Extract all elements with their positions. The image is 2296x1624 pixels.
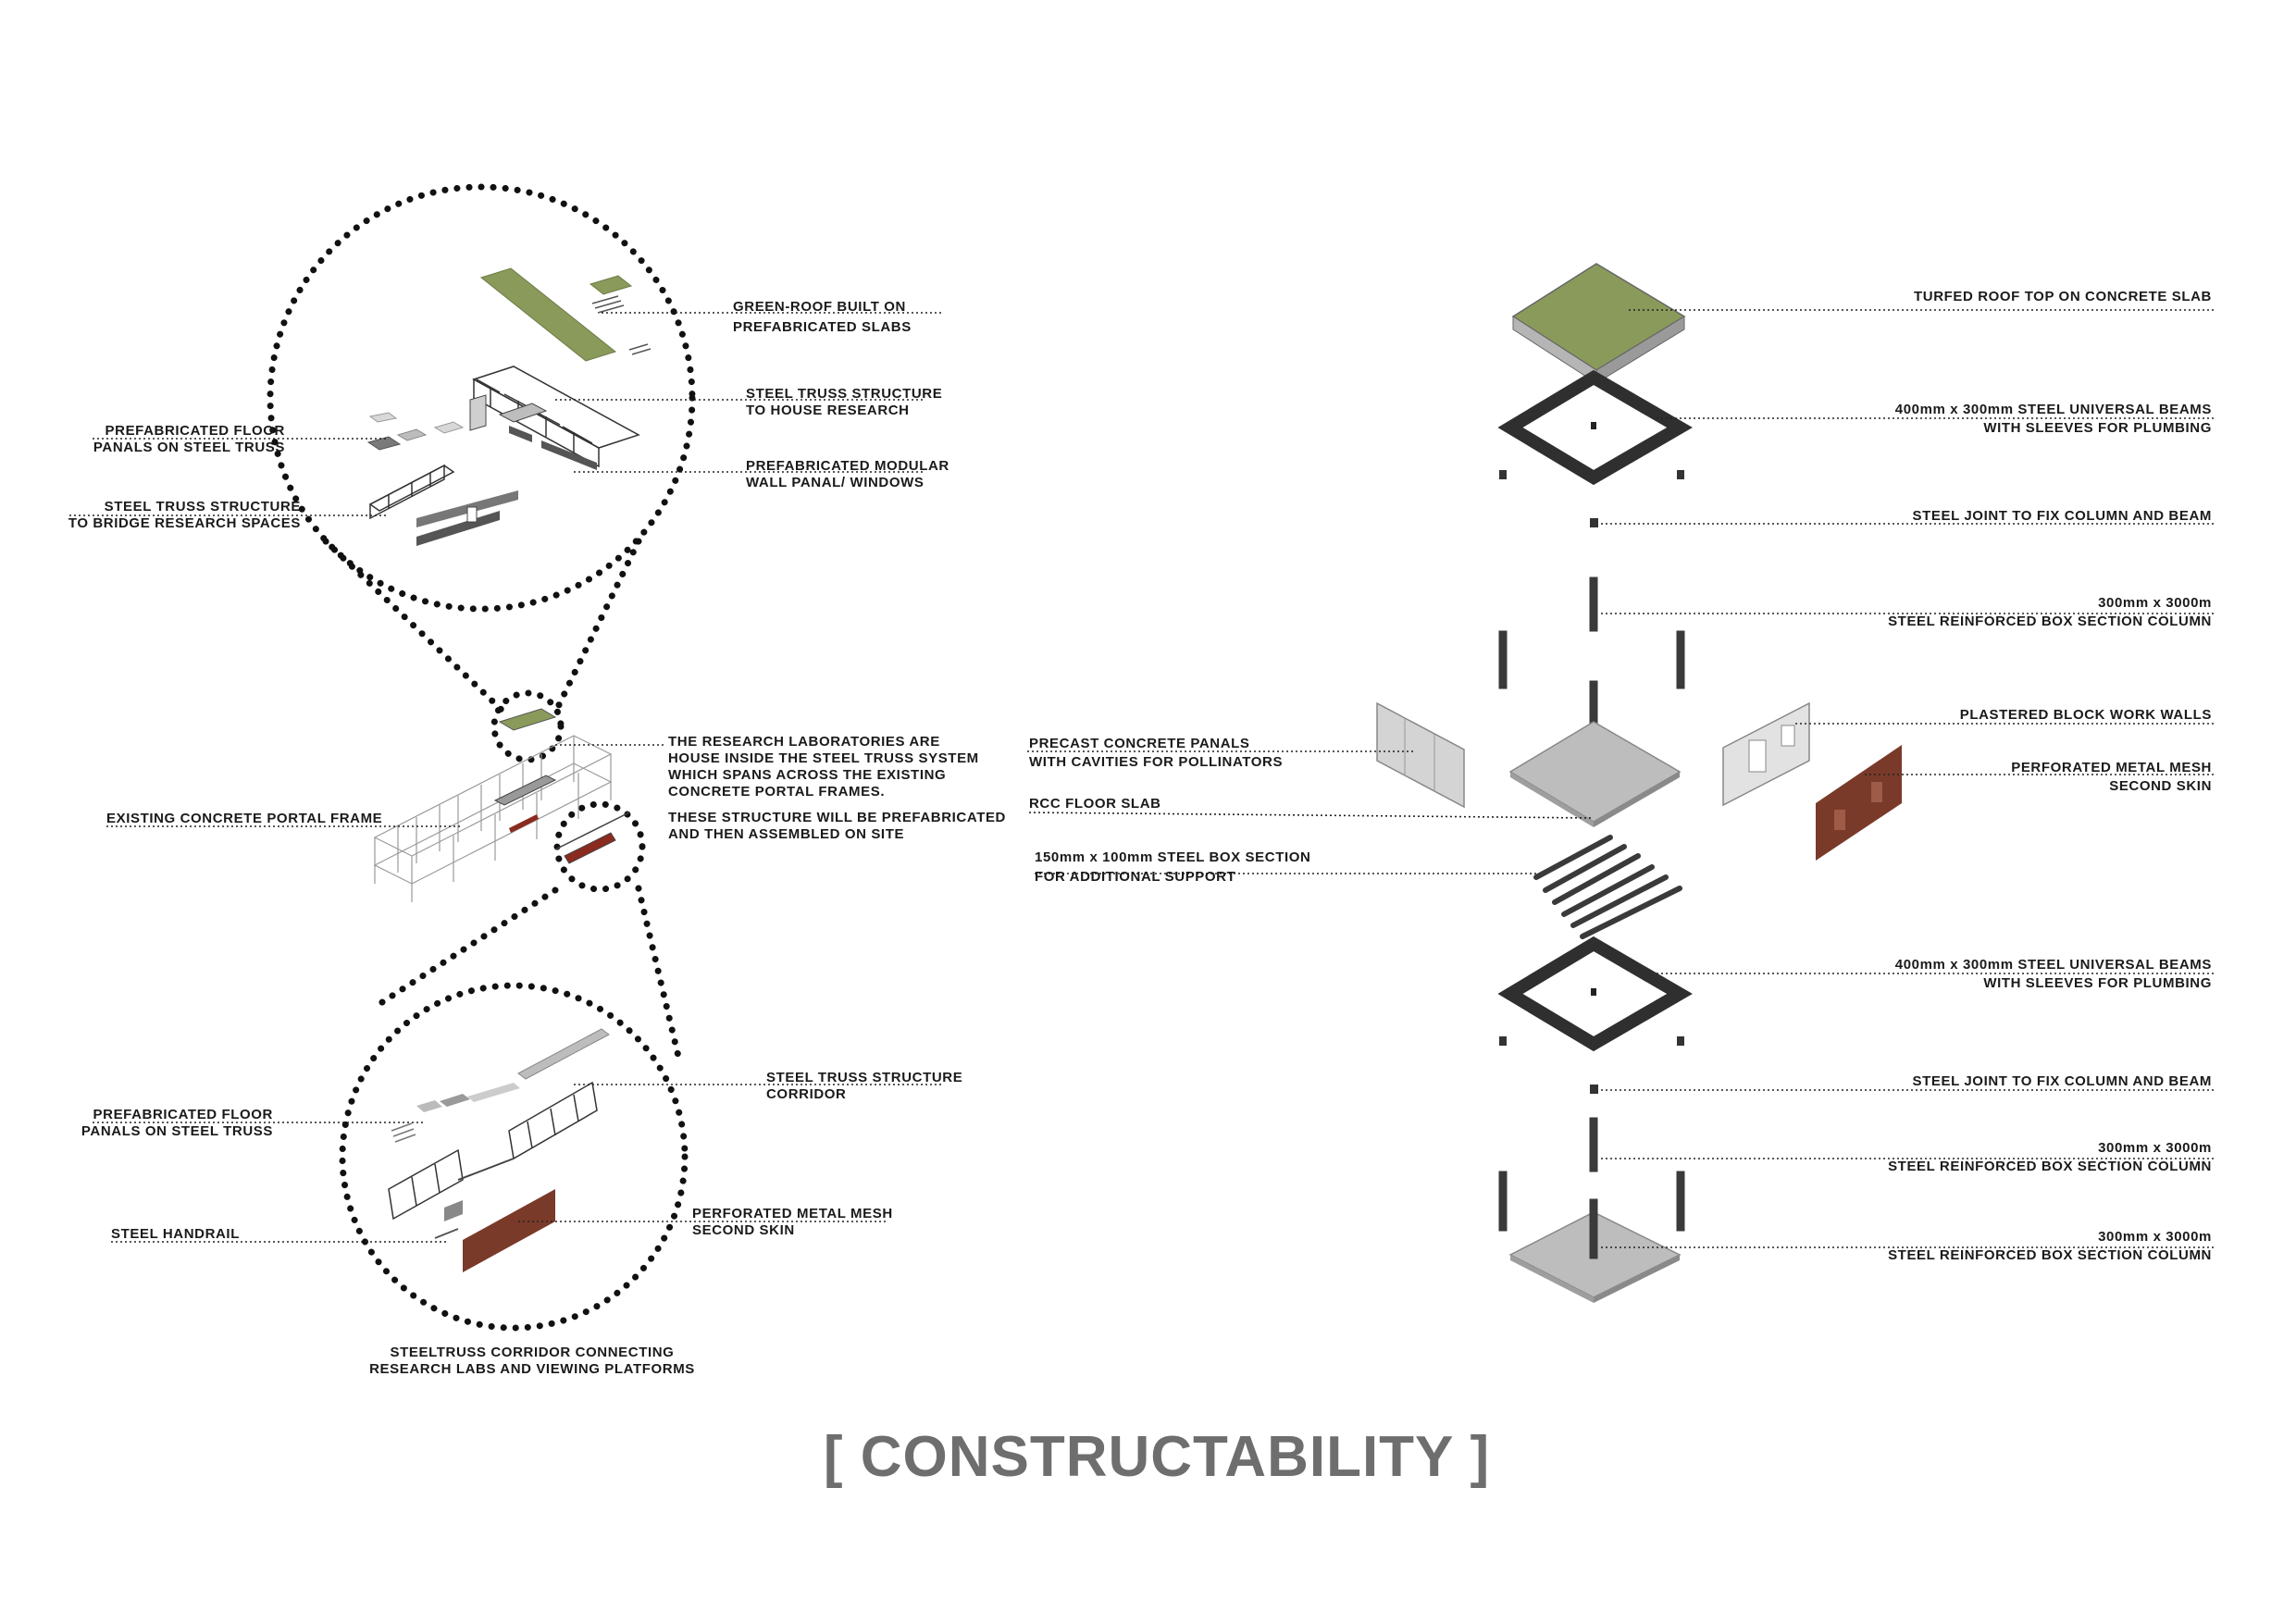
floor-panels-top xyxy=(366,412,465,451)
label-mesh-right-2: SECOND SKIN xyxy=(2109,778,2212,794)
steel-beams-top xyxy=(1497,369,1693,486)
label-truss-corridor-1: STEEL TRUSS STRUCTURE xyxy=(766,1070,962,1085)
page-title: [ CONSTRUCTABILITY ] xyxy=(824,1425,1490,1489)
label-prefab-note-2: AND THEN ASSEMBLED ON SITE xyxy=(668,826,904,842)
green-roof-slab-small xyxy=(589,275,633,295)
corridor-taper-right xyxy=(635,885,684,1068)
top-bubble-taper-left xyxy=(322,538,508,716)
top-detail-bubble xyxy=(267,183,696,716)
label-green-roof-2: PREFABRICATED SLABS xyxy=(733,319,912,335)
corridor-bubble-ring xyxy=(339,982,689,1332)
label-column-top-2: STEEL REINFORCED BOX SECTION COLUMN xyxy=(1888,614,2212,629)
corridor-taper-left xyxy=(376,886,559,1008)
label-floor-panels-bottom-1: PREFABRICATED FLOOR xyxy=(93,1107,273,1122)
context-small-ring-right xyxy=(553,800,646,893)
label-green-roof-1: GREEN-ROOF BUILT ON xyxy=(733,299,906,315)
label-truss-bridge-1: STEEL TRUSS STRUCTURE xyxy=(105,499,301,514)
label-precast-2: WITH CAVITIES FOR POLLINATORS xyxy=(1029,754,1283,770)
label-research-labs-4: CONCRETE PORTAL FRAMES. xyxy=(668,784,885,800)
caption-corridor-1: STEELTRUSS CORRIDOR CONNECTING xyxy=(391,1345,675,1360)
label-column-mid-1: 300mm x 3000m xyxy=(2098,1140,2212,1156)
joint-stub-left-top xyxy=(1499,470,1507,479)
green-roof-slab-long xyxy=(479,267,617,362)
label-research-labs-2: HOUSE INSIDE THE STEEL TRUSS SYSTEM xyxy=(668,750,979,766)
steel-joint-top xyxy=(1590,518,1598,527)
corridor-detail-bubble xyxy=(339,885,689,1332)
truss-bridge xyxy=(368,464,518,546)
label-mesh-right-1: PERFORATED METAL MESH xyxy=(2011,760,2212,775)
label-truss-house-1: STEEL TRUSS STRUCTURE xyxy=(746,386,942,402)
label-truss-house-2: TO HOUSE RESEARCH xyxy=(746,403,910,418)
left-annotations: GREEN-ROOF BUILT ON PREFABRICATED SLABS … xyxy=(68,299,1006,1377)
label-column-mid-2: STEEL REINFORCED BOX SECTION COLUMN xyxy=(1888,1159,2212,1174)
top-bubble-taper-right xyxy=(552,538,642,716)
steel-beams-bottom xyxy=(1497,936,1693,1052)
label-column-bottom-2: STEEL REINFORCED BOX SECTION COLUMN xyxy=(1888,1247,2212,1263)
truss-floor-panel xyxy=(498,403,548,423)
context-red-mesh xyxy=(509,814,539,833)
label-modular-wall-1: PREFABRICATED MODULAR xyxy=(746,458,949,474)
steel-joint-bottom xyxy=(1590,1085,1598,1094)
turfed-roof-slab xyxy=(1511,263,1686,384)
label-box-section-1: 150mm x 100mm STEEL BOX SECTION xyxy=(1035,849,1310,865)
joint-stub-right-bottom xyxy=(1677,1036,1684,1046)
label-joint-bottom: STEEL JOINT TO FIX COLUMN AND BEAM xyxy=(1913,1073,2212,1089)
top-bubble-ring xyxy=(267,183,696,613)
existing-portal-frame xyxy=(373,735,613,902)
label-mesh-skin-2: SECOND SKIN xyxy=(692,1222,795,1238)
label-beams-top-2: WITH SLEEVES FOR PLUMBING xyxy=(1983,420,2212,436)
label-handrail: STEEL HANDRAIL xyxy=(111,1226,240,1242)
label-column-top-1: 300mm x 3000m xyxy=(2098,595,2212,611)
label-portal-frame: EXISTING CONCRETE PORTAL FRAME xyxy=(106,811,382,826)
label-mesh-skin-1: PERFORATED METAL MESH xyxy=(692,1206,893,1221)
label-box-section-2: FOR ADDITIONAL SUPPORT xyxy=(1035,869,1235,885)
label-floor-panels-top-2: PANALS ON STEEL TRUSS xyxy=(93,440,285,455)
label-prefab-note-1: THESE STRUCTURE WILL BE PREFABRICATED xyxy=(668,810,1006,825)
label-beams-top-1: 400mm x 300mm STEEL UNIVERSAL BEAMS xyxy=(1895,402,2212,417)
label-floor-panels-top-1: PREFABRICATED FLOOR xyxy=(105,423,285,439)
corridor-floor-panels xyxy=(391,1083,520,1143)
modular-wall-panels xyxy=(509,426,597,470)
green-roof-slab-stack xyxy=(591,295,652,355)
label-rcc-slab: RCC FLOOR SLAB xyxy=(1029,796,1161,812)
corridor-handrail xyxy=(444,1200,463,1221)
plastered-block-walls xyxy=(1722,701,1810,807)
label-beams-bottom-2: WITH SLEEVES FOR PLUMBING xyxy=(1983,975,2212,991)
context-small-ring-top xyxy=(490,689,565,763)
caption-corridor-2: RESEARCH LABS AND VIEWING PLATFORMS xyxy=(369,1361,695,1377)
corridor-top-slab xyxy=(517,1028,610,1080)
label-precast-1: PRECAST CONCRETE PANALS xyxy=(1029,736,1250,751)
label-truss-bridge-2: TO BRIDGE RESEARCH SPACES xyxy=(68,515,301,531)
corridor-mesh-skin xyxy=(463,1189,555,1272)
joint-stub-right-top xyxy=(1677,470,1684,479)
label-turfed-roof: TURFED ROOF TOP ON CONCRETE SLAB xyxy=(1914,289,2212,304)
truss-house-research xyxy=(469,366,640,468)
label-column-bottom-1: 300mm x 3000m xyxy=(2098,1229,2212,1245)
precast-concrete-panels xyxy=(1376,701,1465,809)
right-annotations: TURFED ROOF TOP ON CONCRETE SLAB 400mm x… xyxy=(1027,289,2214,1263)
label-floor-panels-bottom-2: PANALS ON STEEL TRUSS xyxy=(81,1123,273,1139)
label-beams-bottom-1: 400mm x 300mm STEEL UNIVERSAL BEAMS xyxy=(1895,957,2212,973)
joint-stub-left-bottom xyxy=(1499,1036,1507,1046)
label-truss-corridor-2: CORRIDOR xyxy=(766,1086,846,1102)
portal-frame-context xyxy=(373,689,646,902)
context-green-roof xyxy=(498,708,557,731)
label-research-labs-3: WHICH SPANS ACROSS THE EXISTING xyxy=(668,767,946,783)
label-modular-wall-2: WALL PANAL/ WINDOWS xyxy=(746,475,925,490)
label-research-labs-1: THE RESEARCH LABORATORIES ARE xyxy=(668,734,940,750)
label-block-walls: PLASTERED BLOCK WORK WALLS xyxy=(1960,707,2212,723)
perforated-mesh-right xyxy=(1816,745,1902,861)
rcc-floor-slab xyxy=(1508,721,1682,823)
steel-box-sections xyxy=(1533,835,1682,939)
label-joint-top: STEEL JOINT TO FIX COLUMN AND BEAM xyxy=(1913,508,2212,524)
corridor-truss xyxy=(388,1081,598,1221)
exploded-axonometric xyxy=(1376,263,1902,1303)
